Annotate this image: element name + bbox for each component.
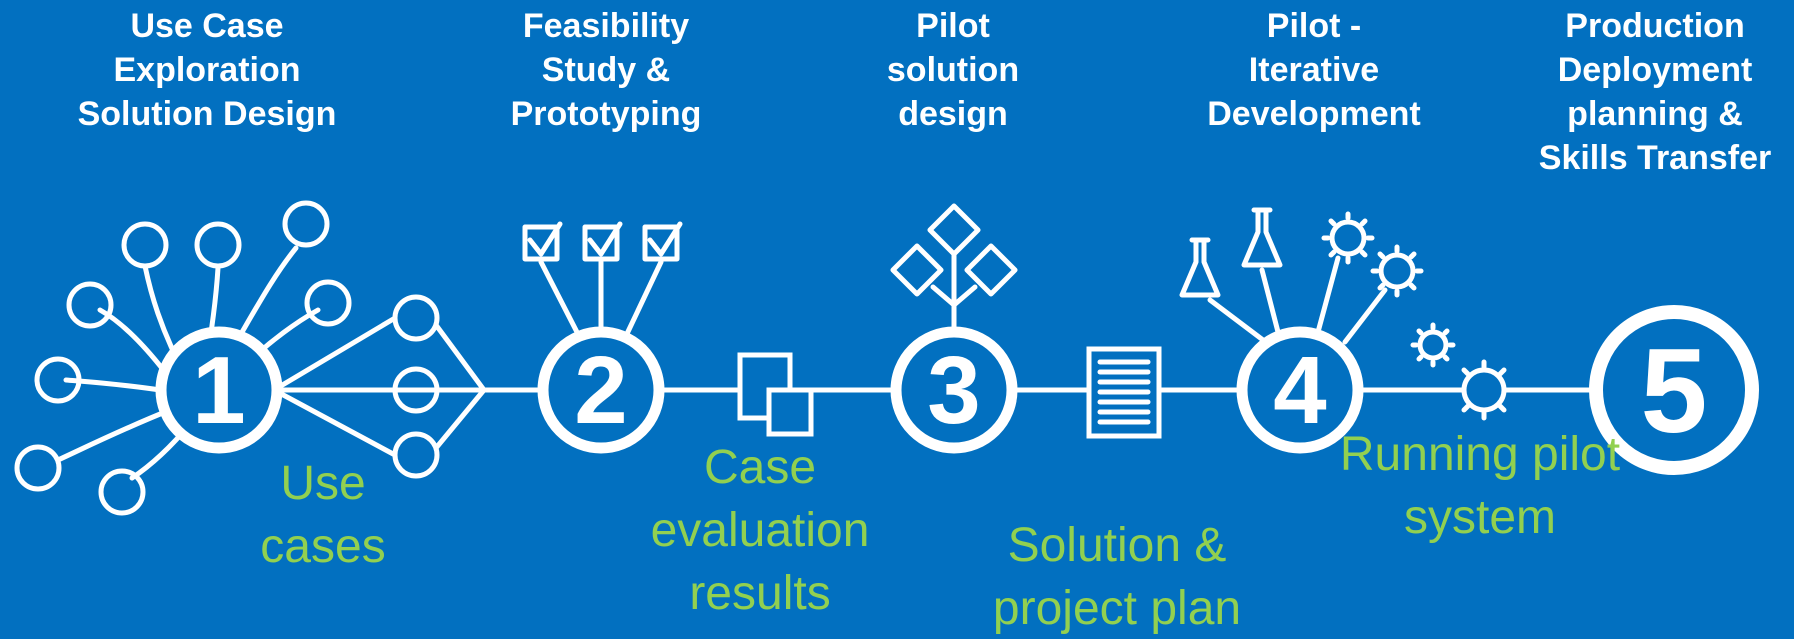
- checkbox-group: [522, 221, 683, 341]
- phase-2-number: 2: [574, 337, 627, 444]
- output-use-cases: Use cases: [260, 457, 386, 573]
- flask-icon: [1241, 207, 1283, 268]
- phase-1-circle: 1: [155, 326, 283, 454]
- phase-4-number: 4: [1273, 337, 1326, 444]
- phase-5-circle: 5: [1589, 305, 1759, 475]
- phase-3-number: 3: [927, 337, 980, 444]
- output-case-evaluation: Case evaluation results: [650, 441, 870, 620]
- checkbox-icon: [582, 221, 623, 262]
- gear-icon: [1321, 211, 1375, 265]
- phase-3-title: Pilot solution design: [886, 7, 1020, 133]
- phase-1-number: 1: [192, 337, 245, 444]
- phase-5-number: 5: [1641, 324, 1708, 458]
- phase-2-circle: 2: [537, 326, 665, 454]
- documents-icon: [737, 352, 814, 437]
- flask-group: [1179, 207, 1388, 345]
- phase-5-title: Production Deployment planning & Skills …: [1538, 7, 1772, 177]
- output-running-pilot: Running pilot system: [1339, 428, 1621, 544]
- document-icon: [1086, 346, 1162, 439]
- gear-icon: [1410, 322, 1456, 368]
- checkbox-icon: [522, 221, 563, 262]
- phase-3-circle: 3: [890, 326, 1018, 454]
- gear-icon: [1370, 244, 1424, 298]
- checkbox-icon: [642, 221, 683, 262]
- phase-2-title: Feasibility Study & Prototyping: [510, 7, 702, 133]
- phase-4-circle: 4: [1236, 326, 1364, 454]
- flask-icon: [1179, 237, 1221, 298]
- phase-1-title: Use Case Exploration Solution Design: [77, 7, 337, 133]
- decision-diamond-icon: [890, 203, 1018, 333]
- gear-icon: [1453, 359, 1515, 421]
- phase-4-title: Pilot - Iterative Development: [1207, 7, 1421, 133]
- output-solution-plan: Solution & project plan: [992, 519, 1242, 635]
